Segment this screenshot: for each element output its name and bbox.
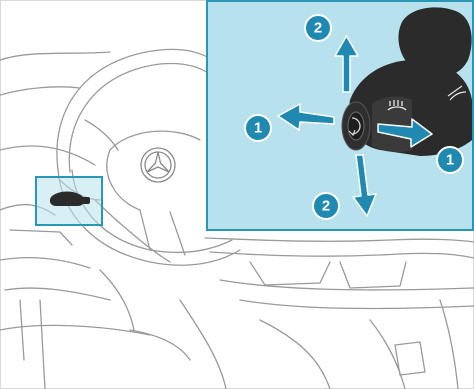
callout-badge-left: 1: [245, 115, 271, 141]
callout-badge-down: 2: [313, 193, 339, 219]
mercedes-star-icon: [141, 148, 175, 182]
detail-inset: 2 1 1 2: [207, 1, 473, 230]
callout-number: 2: [322, 198, 330, 215]
callout-badge-right: 1: [437, 147, 463, 173]
callout-badge-up: 2: [305, 15, 331, 41]
callout-number: 1: [446, 152, 454, 169]
callout-number: 2: [314, 20, 322, 37]
callout-number: 1: [254, 120, 262, 137]
lever-highlight-box: [36, 177, 102, 225]
